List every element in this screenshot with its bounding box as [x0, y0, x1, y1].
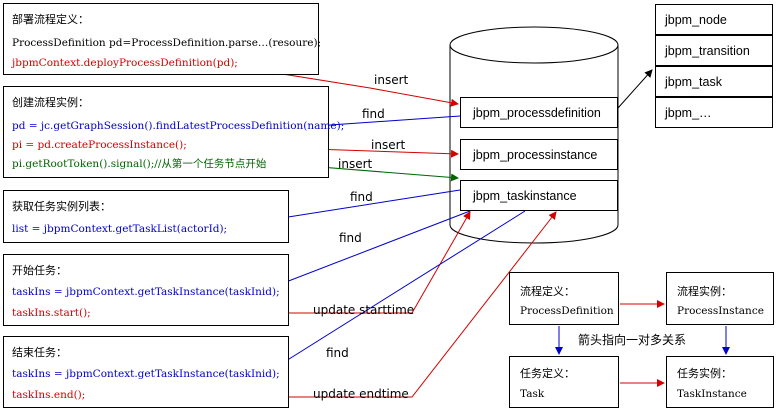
start-line-start: taskIns.start();: [12, 307, 91, 319]
table-transition-label: jbpm_transition: [665, 44, 750, 58]
table-processdefinition-label: jbpm_processdefinition: [473, 106, 601, 120]
table-node: jbpm_node: [655, 4, 773, 35]
label-update-endtime: update endtime: [313, 387, 409, 401]
create-title: 创建流程实例：: [12, 96, 89, 109]
table-taskinstance-label: jbpm_taskinstance: [473, 189, 577, 203]
label-find-task-start: find: [339, 231, 362, 245]
table-taskinstance: jbpm_taskinstance: [460, 180, 618, 211]
arrow-find-task-start: [259, 210, 471, 294]
end-line-get: taskIns = jbpmContext.getTaskInstance(ta…: [12, 368, 280, 380]
deploy-definition-box: 部署流程定义： ProcessDefinition pd=ProcessDefi…: [3, 3, 322, 75]
end-title: 结束任务：: [12, 346, 67, 359]
legend-inst-title: 流程实例：: [677, 285, 732, 298]
table-more: jbpm_…: [655, 97, 773, 128]
deploy-line-deploy: jbpmContext.deployProcessDefinition(pd);: [12, 57, 238, 69]
table-task-label: jbpm_task: [665, 75, 722, 89]
legend-process-definition: 流程定义： ProcessDefinition: [509, 272, 619, 325]
table-processinstance: jbpm_processinstance: [460, 139, 618, 170]
table-transition: jbpm_transition: [655, 35, 773, 66]
arrow-find-definition: [315, 115, 461, 130]
end-line-end: taskIns.end();: [12, 389, 86, 401]
label-insert-taskinstance: insert: [338, 157, 373, 171]
legend-task-instance: 任务实例： TaskInstance: [666, 356, 774, 408]
legend-def-title: 流程定义：: [520, 285, 575, 298]
create-line-signal: pi.getRootToken().signal();//从第一个任务节点开始: [12, 158, 267, 170]
tasklist-line: list = jbpmContext.getTaskList(actorId);: [12, 223, 228, 235]
legend-task-name: Task: [520, 388, 545, 400]
start-task-box: 开始任务： taskIns = jbpmContext.getTaskInsta…: [3, 254, 289, 326]
arrow-find-task-end: [261, 210, 526, 377]
legend-taskinst-name: TaskInstance: [677, 388, 747, 400]
create-line-find: pd = jc.getGraphSession().findLatestProc…: [12, 120, 345, 132]
table-more-label: jbpm_…: [665, 106, 712, 120]
label-find-definition: find: [362, 107, 385, 121]
deploy-line-parse: ProcessDefinition pd=ProcessDefinition.p…: [12, 37, 322, 49]
label-insert-deploy: insert: [374, 73, 409, 87]
end-task-box: 结束任务： taskIns = jbpmContext.getTaskInsta…: [3, 336, 289, 408]
tasklist-title: 获取任务实例列表：: [12, 200, 111, 213]
table-processdefinition: jbpm_processdefinition: [460, 97, 618, 128]
legend-process-instance: 流程实例： ProcessInstance: [666, 272, 774, 325]
tasklist-box: 获取任务实例列表： list = jbpmContext.getTaskList…: [3, 190, 289, 243]
deploy-title: 部署流程定义：: [12, 13, 89, 26]
legend-note: 箭头指向一对多关系: [578, 333, 687, 347]
start-title: 开始任务：: [12, 264, 67, 277]
label-find-tasklist: find: [350, 190, 373, 204]
legend-def-name: ProcessDefinition: [520, 305, 614, 317]
table-processinstance-label: jbpm_processinstance: [473, 148, 598, 162]
label-find-task-end: find: [326, 346, 349, 360]
legend-taskinst-title: 任务实例：: [677, 367, 732, 380]
create-instance-box: 创建流程实例： pd = jc.getGraphSession().findLa…: [3, 86, 344, 178]
table-node-label: jbpm_node: [665, 13, 727, 27]
table-task: jbpm_task: [655, 66, 773, 97]
arrow-def-to-nodes: [617, 69, 653, 109]
start-line-get: taskIns = jbpmContext.getTaskInstance(ta…: [12, 286, 280, 298]
legend-task-title: 任务定义：: [520, 367, 575, 380]
label-update-starttime: update starttime: [313, 303, 415, 317]
legend-task: 任务定义： Task: [509, 356, 619, 408]
label-insert-processinstance: insert: [371, 138, 406, 152]
create-line-instance: pi = pd.createProcessInstance();: [12, 139, 187, 151]
legend-inst-name: ProcessInstance: [677, 305, 764, 317]
